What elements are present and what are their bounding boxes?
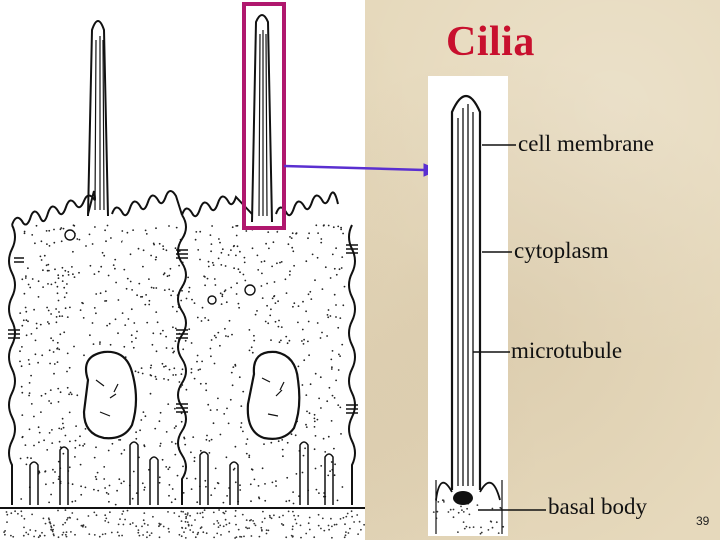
enlarged-cell-membrane xyxy=(435,481,501,501)
cilium-highlight-box xyxy=(242,2,286,230)
slide-title: Cilia xyxy=(446,19,535,65)
panel-stipple xyxy=(432,499,505,535)
right-cell-apical-surface xyxy=(181,191,339,218)
label-leader-lines xyxy=(473,144,546,511)
right-cilium xyxy=(251,14,273,223)
left-cell-outer-border xyxy=(8,224,16,505)
label-cell-membrane: cell membrane xyxy=(518,131,655,156)
label-cytoplasm: cytoplasm xyxy=(514,238,609,263)
enlarged-cilium-outline xyxy=(450,94,482,490)
pointer-arrow xyxy=(283,163,440,177)
left-nucleus xyxy=(82,350,138,440)
left-cilium xyxy=(87,20,109,217)
page-number: 39 xyxy=(696,514,710,528)
desmosomes xyxy=(8,244,358,414)
right-nucleus xyxy=(246,350,301,440)
enlarged-cilium-panel xyxy=(428,76,546,536)
left-cell-apical-surface xyxy=(11,190,183,226)
label-basal-body: basal body xyxy=(548,494,648,519)
cell-junction-border xyxy=(177,214,187,505)
epithelial-cells-drawing xyxy=(0,14,365,539)
right-cell-outer-border xyxy=(348,224,356,505)
basement-stipple xyxy=(3,509,365,539)
basal-infoldings xyxy=(29,441,334,505)
basal-body-granule xyxy=(453,491,473,505)
label-microtubule: microtubule xyxy=(511,338,623,363)
